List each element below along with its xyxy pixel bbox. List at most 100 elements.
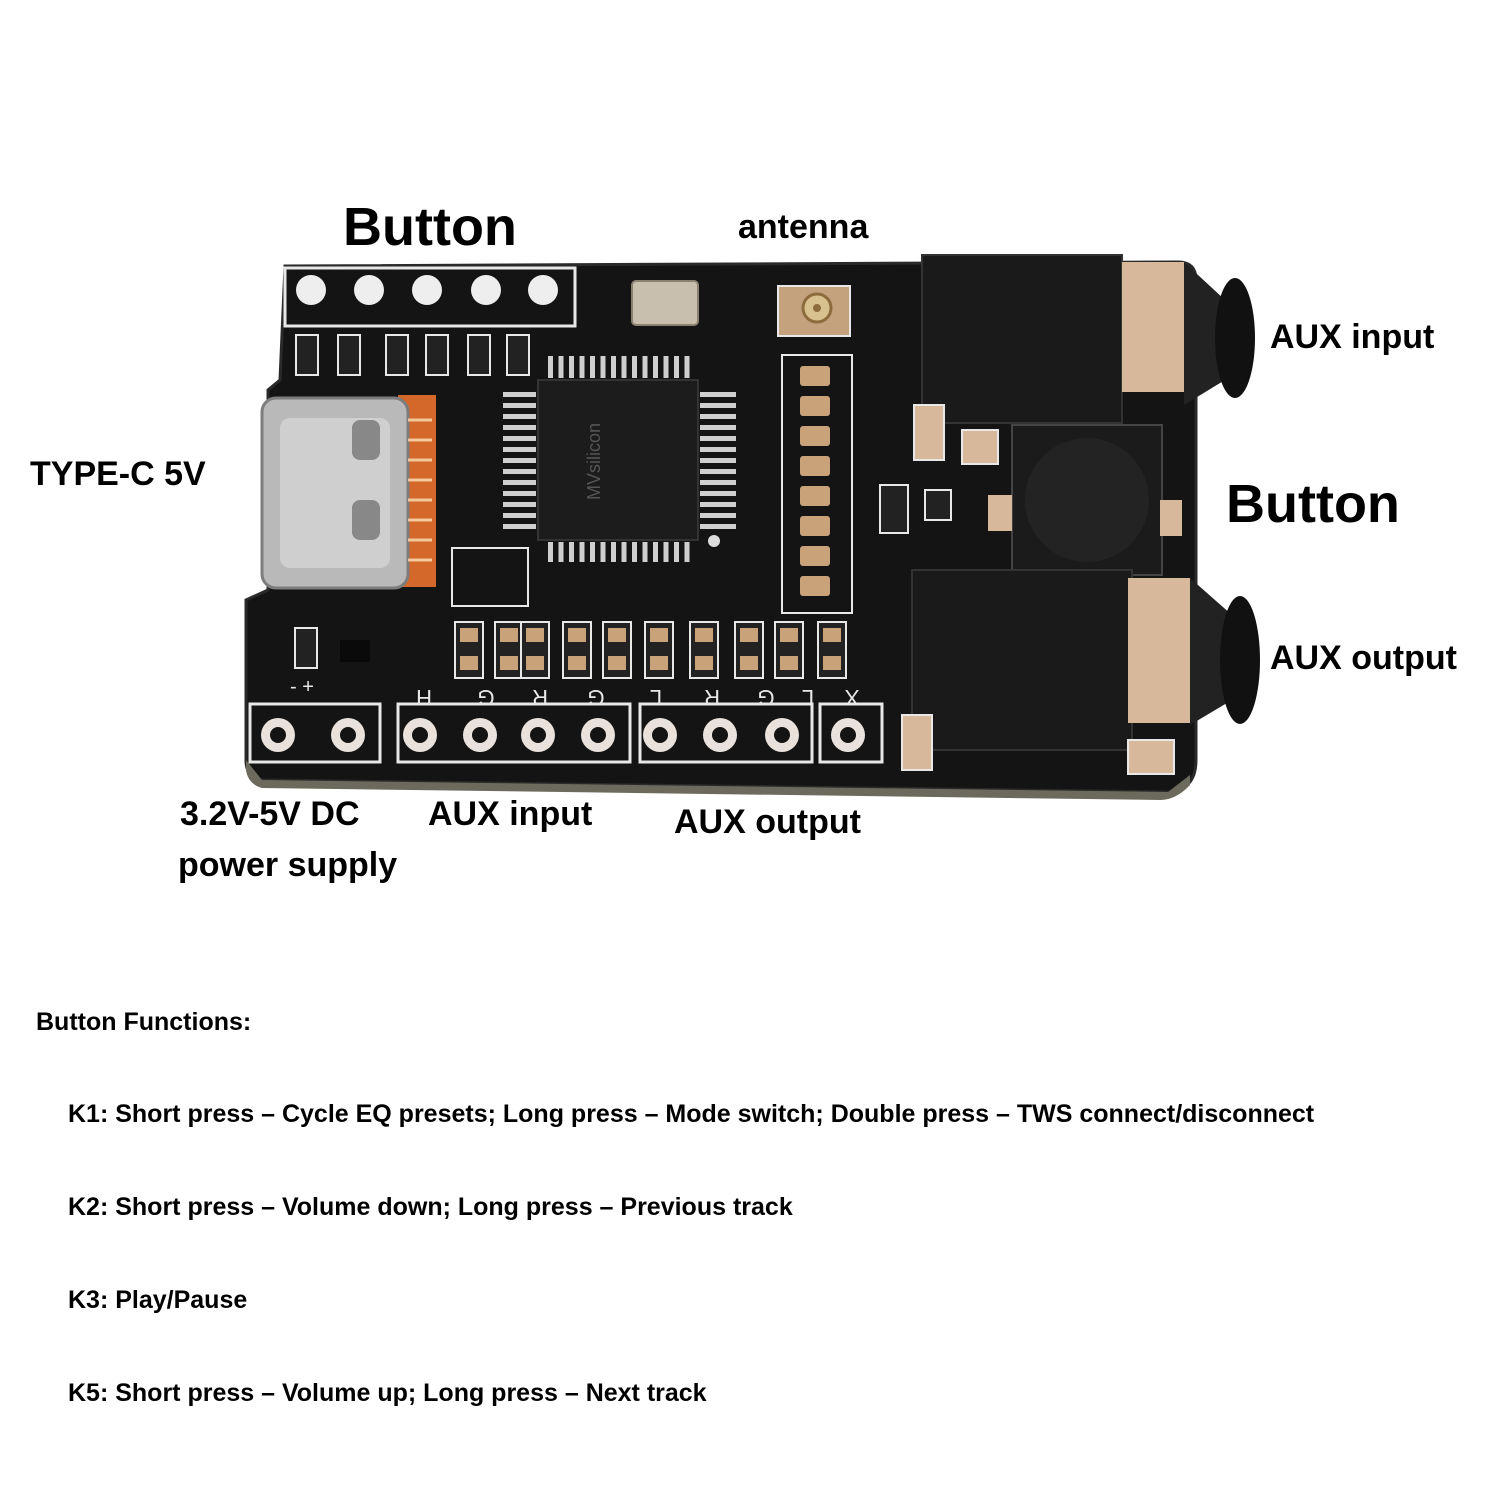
ic-pin xyxy=(700,425,736,430)
ic-pin xyxy=(700,414,736,419)
ic-pin xyxy=(548,542,553,562)
ic-pin xyxy=(653,542,658,562)
button-pad-3 xyxy=(412,275,442,305)
label-antenna: antenna xyxy=(738,208,869,246)
ic-pin xyxy=(590,542,595,562)
ic-pin xyxy=(700,447,736,452)
ic-pin xyxy=(632,356,637,378)
button-pad-1 xyxy=(296,275,326,305)
power-resistor xyxy=(294,627,318,669)
ic-pin xyxy=(700,491,736,496)
power-diode xyxy=(340,640,370,662)
smd-pad xyxy=(823,628,841,642)
ic-pin xyxy=(642,356,648,378)
ic-pin xyxy=(642,542,648,562)
smd-cap xyxy=(800,426,830,446)
smd-pad xyxy=(695,628,713,642)
bottom-header-outlines xyxy=(248,702,884,764)
ic-pin xyxy=(503,414,536,419)
ic-pin xyxy=(674,542,679,562)
pin-hole xyxy=(774,727,790,743)
pin-hole xyxy=(472,727,488,743)
pin-hole xyxy=(590,727,606,743)
svg-text:MVsilicon: MVsilicon xyxy=(584,423,604,500)
smd-pad xyxy=(695,656,713,670)
crystal-oscillator xyxy=(631,280,699,326)
top-button-pads xyxy=(296,275,558,305)
ic-pin xyxy=(700,436,736,441)
ic-pin xyxy=(503,469,536,474)
ic-pin xyxy=(503,436,536,441)
smd-cap xyxy=(800,366,830,386)
ic-pin xyxy=(569,356,574,378)
ic-pin xyxy=(700,392,736,397)
smd-pad xyxy=(780,656,798,670)
ic-pin xyxy=(558,356,564,378)
ic-pin xyxy=(579,542,585,562)
smd-cap xyxy=(800,546,830,566)
ic-pin xyxy=(503,403,536,408)
smd-cap xyxy=(800,396,830,416)
button-pad-5 xyxy=(528,275,558,305)
smd-pad xyxy=(650,656,668,670)
pin-hole xyxy=(270,727,286,743)
ic-pin xyxy=(700,502,736,507)
ic-pin xyxy=(579,356,585,378)
ic-pin xyxy=(600,542,606,562)
ic-pin xyxy=(684,542,690,562)
label-aux-input-bottom: AUX input xyxy=(428,795,593,833)
smd-cap xyxy=(800,576,830,596)
smd-pad xyxy=(526,656,544,670)
usb-typec-connector xyxy=(260,395,436,590)
ic-pin xyxy=(684,356,690,378)
ic-pin xyxy=(663,542,669,562)
ic-pin xyxy=(674,356,679,378)
ic-pins xyxy=(503,356,736,562)
tactile-button xyxy=(879,424,1182,576)
smd-pad xyxy=(568,628,586,642)
ic-pin xyxy=(700,458,736,463)
button-pad-4 xyxy=(471,275,501,305)
ic-pin xyxy=(700,469,736,474)
ic-pin xyxy=(621,356,627,378)
ic-pin xyxy=(611,542,616,562)
ic-pin xyxy=(600,356,606,378)
ic-pin xyxy=(503,447,536,452)
smd-pad xyxy=(568,656,586,670)
smd-pad xyxy=(500,628,518,642)
pin-hole xyxy=(340,727,356,743)
pin-letter: G xyxy=(587,685,604,710)
ic-pin xyxy=(590,356,595,378)
smd-part xyxy=(734,621,764,679)
pin-hole xyxy=(530,727,546,743)
ic-pin xyxy=(700,513,736,518)
smd-pad xyxy=(740,656,758,670)
resistor-row xyxy=(295,334,530,376)
pin-letter: L xyxy=(650,685,662,710)
smd-cap xyxy=(800,516,830,536)
ic-pin xyxy=(503,524,536,529)
ic-pin xyxy=(621,542,627,562)
top-header-outline xyxy=(283,266,577,328)
pin-letter: R xyxy=(704,685,720,710)
pin-hole xyxy=(840,727,856,743)
pin-letter: L xyxy=(802,685,814,710)
smd-row xyxy=(451,547,847,679)
label-button-top: Button xyxy=(343,197,517,257)
smd-pad xyxy=(608,656,626,670)
button-pad-2 xyxy=(354,275,384,305)
smd-pair-outline xyxy=(451,547,529,607)
ic-pin xyxy=(653,356,658,378)
pin-letter: G xyxy=(477,685,494,710)
ic-pin xyxy=(503,458,536,463)
smd-pad xyxy=(460,628,478,642)
audio-jack-input xyxy=(913,254,1255,465)
pin-letter: R xyxy=(532,685,548,710)
bottom-pin-pads xyxy=(261,718,865,752)
ic-pin xyxy=(503,480,536,485)
ic-pin xyxy=(700,403,736,408)
label-typec: TYPE-C 5V xyxy=(30,455,206,493)
smd-pad xyxy=(500,656,518,670)
label-aux-output-bottom: AUX output xyxy=(674,803,861,841)
